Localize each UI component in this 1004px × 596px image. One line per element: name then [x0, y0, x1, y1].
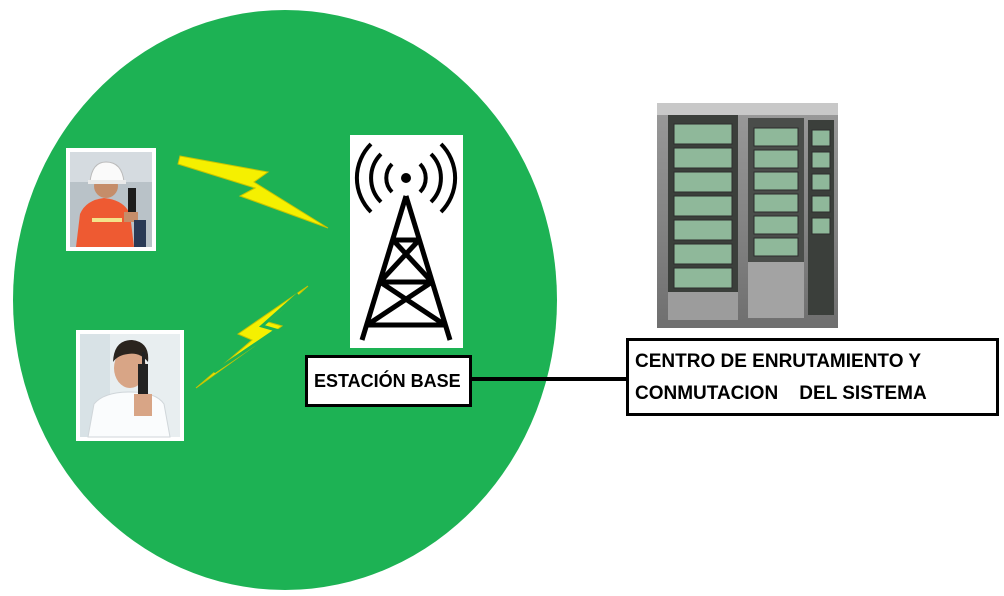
routing-center-label-line2: CONMUTACION DEL SISTEMA — [635, 383, 927, 404]
routing-center-label: CENTRO DE ENRUTAMIENTO Y CONMUTACION DEL… — [626, 338, 999, 416]
base-station-label: ESTACIÓN BASE — [305, 355, 472, 407]
coverage-area — [13, 10, 557, 590]
worker-radio-photo — [66, 148, 156, 251]
routing-center-label-line1: CENTRO DE ENRUTAMIENTO Y — [635, 351, 922, 372]
lightning-bolt-icon — [213, 292, 299, 374]
lightning-bolt-icon — [177, 155, 329, 229]
server-rack-photo — [657, 103, 838, 328]
radio-tower-icon — [350, 135, 463, 348]
man-radio-photo — [76, 330, 184, 441]
